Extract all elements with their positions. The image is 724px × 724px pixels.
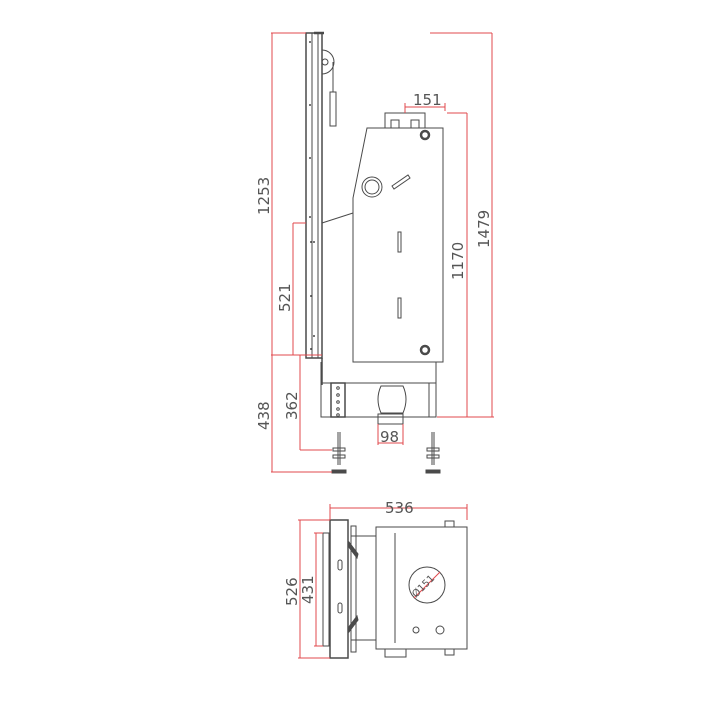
dim-overall-height: 1479 (475, 210, 493, 248)
spigot (377, 413, 404, 425)
side-view (305, 31, 444, 474)
hook-top (419, 129, 431, 141)
dim-panel-height: 1253 (255, 177, 273, 215)
plan-view-labels: 536 526 431 Ø151 (283, 499, 437, 606)
hinge-bottom (347, 614, 359, 634)
plan-view (322, 519, 468, 659)
hook-bottom (419, 344, 431, 356)
dim-overall-width: 536 (385, 499, 414, 517)
door-frame (329, 519, 349, 659)
pulley-icon (321, 49, 335, 75)
counterweight (329, 91, 337, 127)
dim-body-height: 1170 (449, 242, 467, 280)
dim-panel-lower: 521 (276, 283, 294, 312)
flue-outlet (408, 566, 446, 604)
dim-base-to-foot: 438 (255, 401, 273, 430)
dim-top-collar-width: 151 (413, 91, 442, 109)
adjustable-foot-right (425, 432, 441, 474)
dim-base-to-foot-inner: 362 (283, 391, 301, 420)
hinge-top (347, 540, 359, 560)
dim-spigot-width: 98 (380, 428, 399, 446)
dim-flue-diameter: Ø151 (410, 573, 438, 601)
air-intake (361, 176, 383, 198)
dim-overall-depth: 526 (283, 577, 301, 606)
plan-view-dimensions (298, 504, 468, 659)
door-panel (305, 32, 323, 359)
dim-inner-depth: 431 (299, 575, 317, 604)
adjustable-foot-left (331, 432, 347, 474)
stove-body-plan (375, 526, 468, 650)
side-view-dimensions (271, 32, 494, 473)
side-view-labels: 1479 1170 151 1253 521 438 362 98 (255, 91, 493, 446)
outlet-flange (377, 385, 407, 414)
stove-body (352, 127, 444, 363)
